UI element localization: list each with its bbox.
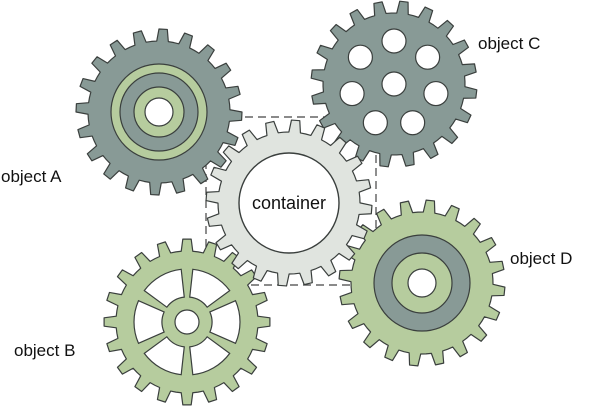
object-b-label: object B (14, 341, 75, 360)
gear-c-blob-hole (381, 28, 407, 54)
container-hole (238, 152, 340, 254)
gear-b-window-hole (209, 299, 241, 345)
object-d-label: object D (510, 249, 572, 268)
gear-a-hole (144, 97, 174, 127)
container-label: container (252, 193, 326, 213)
object-c-label: object C (478, 34, 540, 53)
gear-b-window-hole (133, 299, 165, 345)
gear-c-blob-hole (347, 44, 373, 70)
object-a-label: object A (1, 167, 62, 186)
gear-c-blob-hole (339, 80, 365, 107)
gear-object-d (338, 199, 506, 367)
gear-c-blob-hole (400, 110, 426, 136)
gear-b-center-hole (174, 309, 200, 335)
gear-d-hole (407, 268, 437, 298)
gear-container: container (205, 119, 373, 287)
gear-c-holes (339, 28, 449, 136)
gear-b-window-hole (189, 335, 231, 376)
gear-object-b (103, 238, 271, 406)
gear-c-blob-hole (423, 80, 449, 107)
gear-b-holes (133, 268, 241, 376)
gear-c-blob-hole (362, 110, 388, 136)
gear-c-blob-hole (415, 44, 441, 70)
gear-b-window-hole (189, 268, 231, 309)
gear-b-window-hole (143, 268, 185, 309)
gear-object-c (310, 0, 478, 168)
gear-c-center-hole (381, 71, 407, 97)
gear-b-window-hole (143, 335, 185, 376)
gear-object-a (75, 28, 243, 196)
